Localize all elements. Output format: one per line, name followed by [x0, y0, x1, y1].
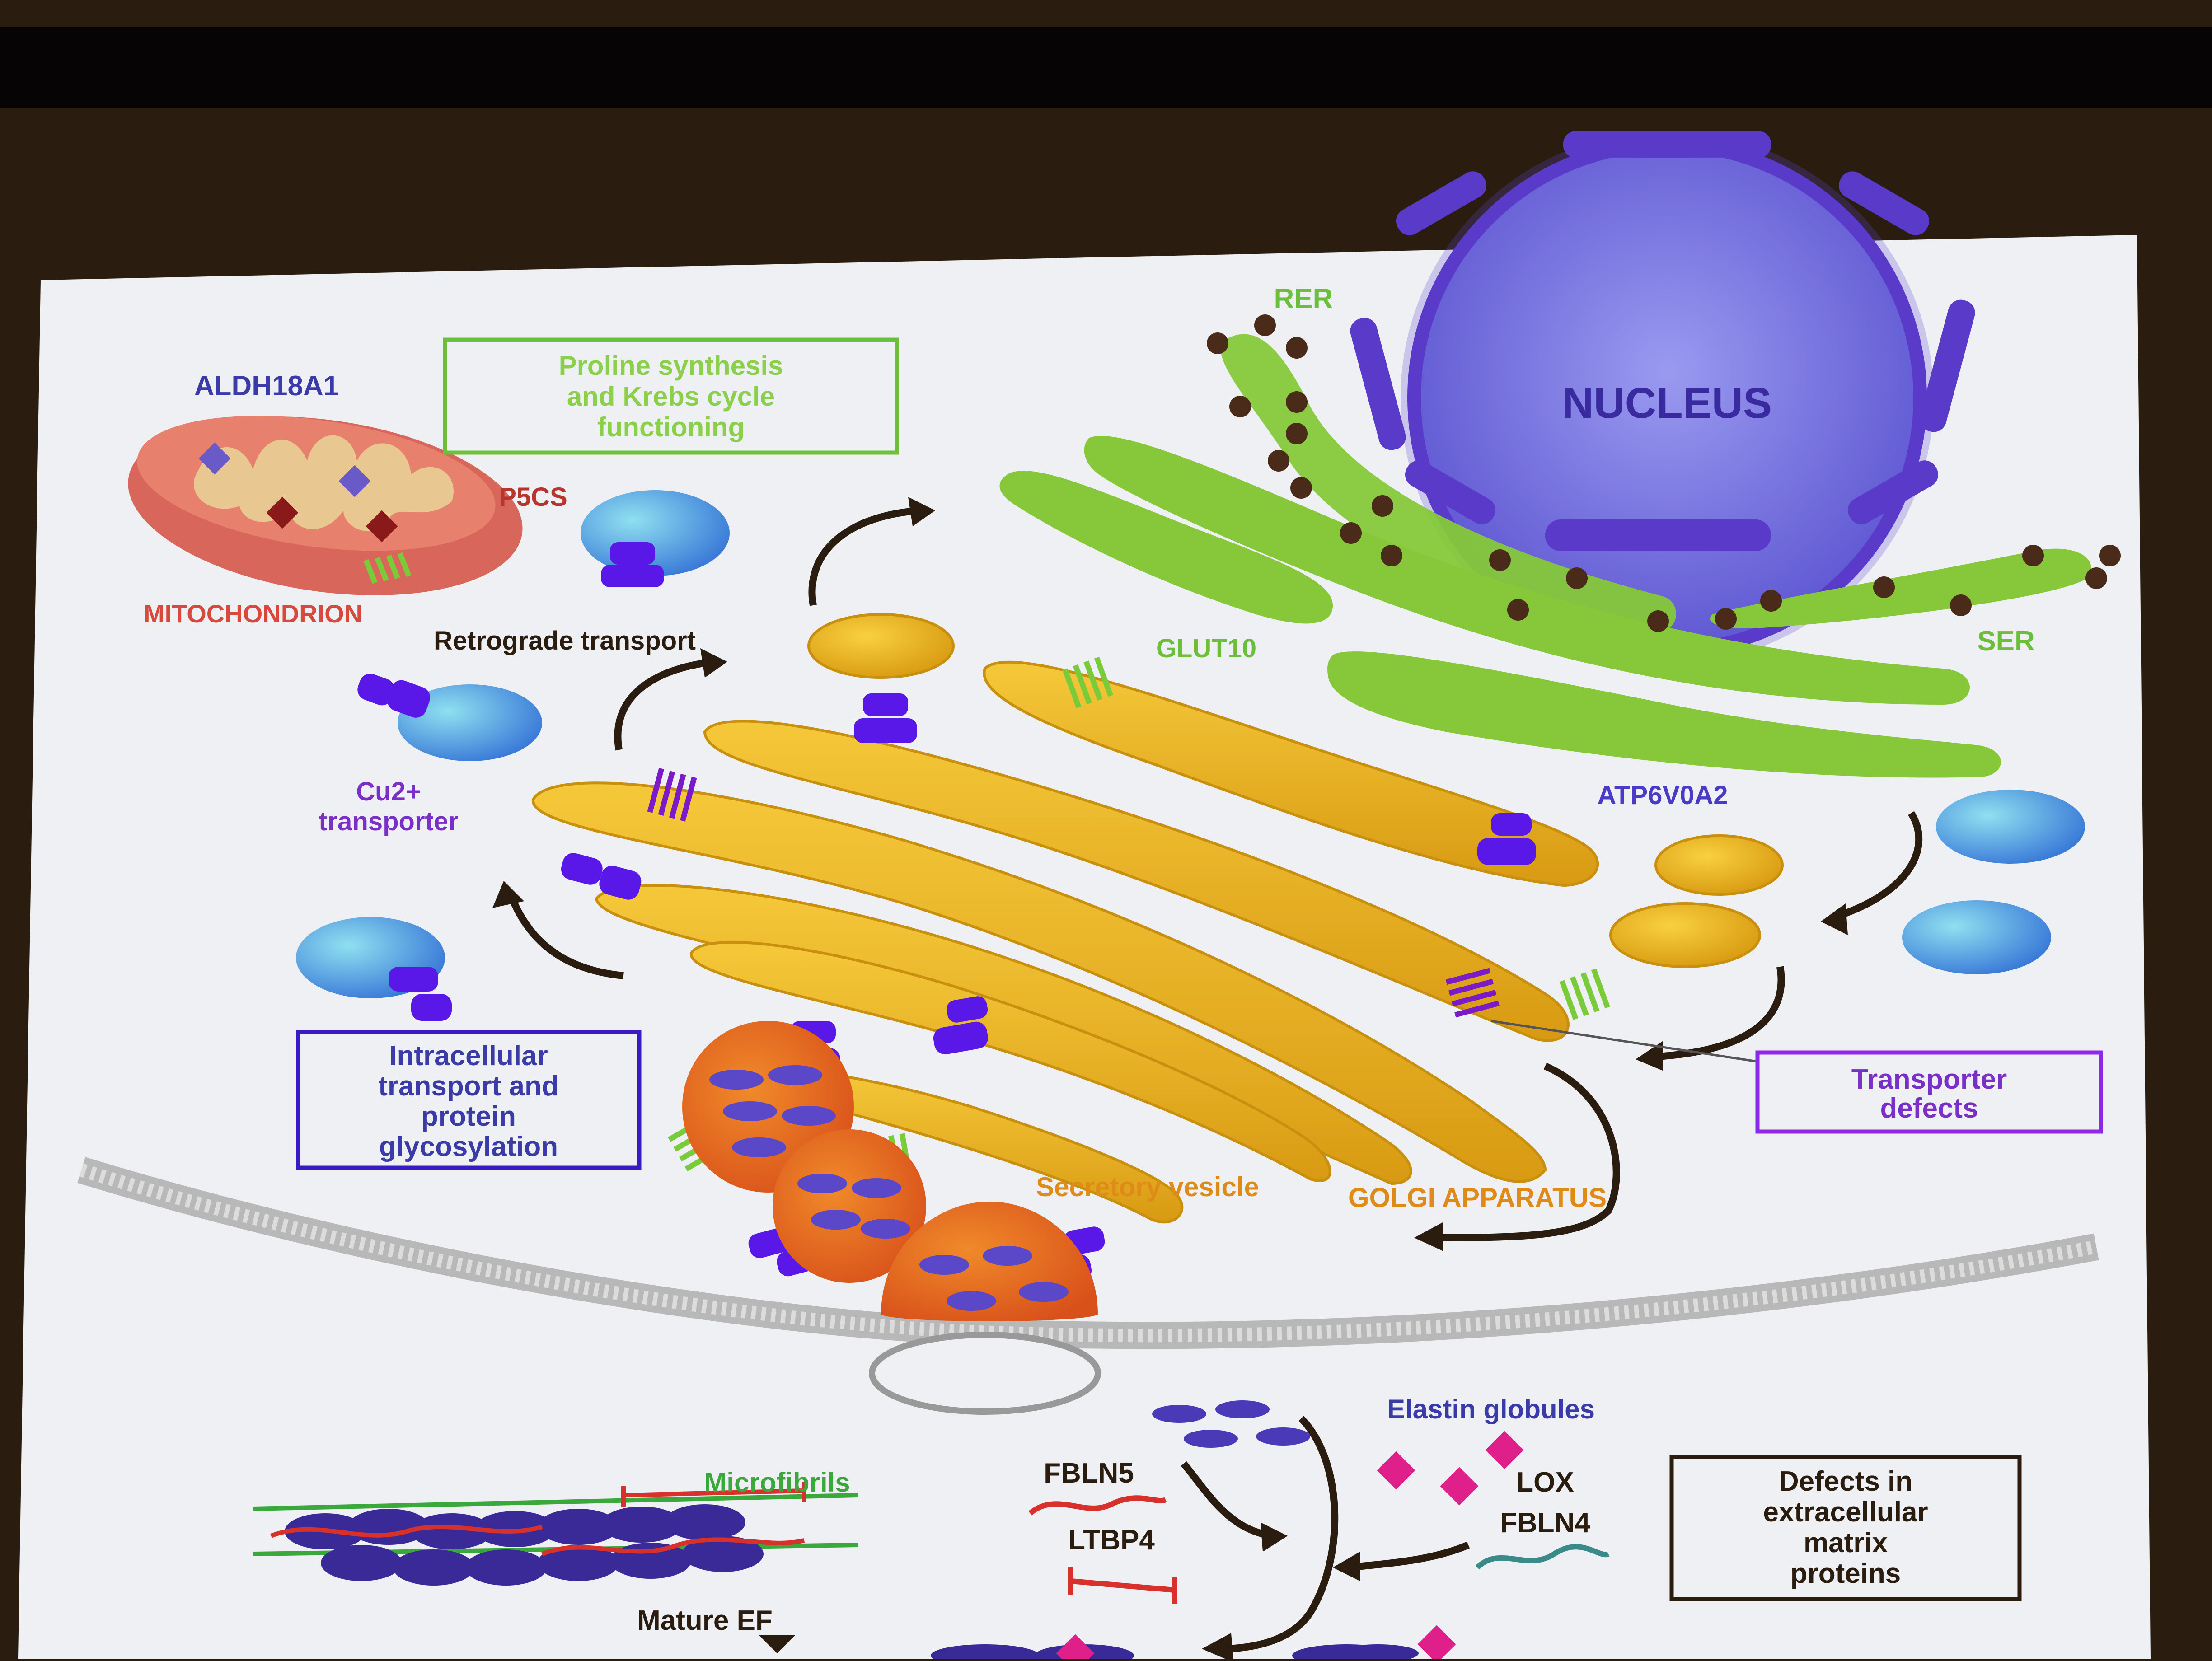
fbln4-label: FBLN4 — [1500, 1507, 1590, 1539]
rer-ribosomes — [1207, 314, 2121, 632]
mature-ef-label: Mature EF — [637, 1605, 773, 1636]
transporter-line-2: defects — [1880, 1093, 1978, 1124]
elastin-label: Elastin globules — [1387, 1394, 1595, 1424]
fbln4-strand — [1475, 1544, 1610, 1570]
proline-line-1: Proline synthesis — [559, 351, 783, 381]
ecm-line-2: extracellular — [1763, 1497, 1928, 1528]
nucleus: NUCLEUS — [1350, 131, 1975, 664]
ser-label: SER — [1977, 626, 2034, 657]
lox-diamonds — [1377, 1431, 1524, 1661]
elastin-globules — [1152, 1400, 1310, 1448]
cu2-label-line-1: Cu2+ — [356, 777, 421, 806]
intracellular-line-3: protein — [421, 1101, 516, 1132]
cu-transporter-channels — [647, 767, 1500, 1018]
intracellular-transport-box: Intracellular transport and protein glyc… — [296, 1030, 642, 1170]
proline-line-3: functioning — [597, 412, 745, 442]
transport-arrows — [507, 507, 1923, 1652]
mitochondrion-label: MITOCHONDRION — [144, 599, 362, 628]
ecm-line-1: Defects in — [1779, 1466, 1912, 1497]
microfibrils-label: Microfibrils — [704, 1467, 850, 1497]
transporter-defects-box: Transporter defects — [1490, 1020, 2103, 1134]
ecm-defects-box: Defects in extracellular matrix proteins — [1669, 1455, 2022, 1601]
ecm-line-3: matrix — [1804, 1527, 1888, 1558]
fbln5-strand — [1028, 1495, 1167, 1516]
intracellular-line-4: glycosylation — [379, 1131, 558, 1162]
proline-line-2: and Krebs cycle — [567, 381, 775, 412]
endoplasmic-reticulum — [999, 334, 2091, 778]
bottom-fibrils — [931, 1634, 1419, 1661]
ltbp4-bracket — [1068, 1567, 1177, 1604]
aldh18a1-label: ALDH18A1 — [194, 370, 339, 402]
golgi-label: GOLGI APPARATUS — [1348, 1183, 1607, 1213]
retrograde-label: Retrograde transport — [434, 626, 696, 655]
glut10-label: GLUT10 — [1156, 634, 1256, 663]
secretory-vesicles — [682, 1021, 1098, 1321]
arrow-heads — [492, 497, 1848, 1661]
nucleus-label: NUCLEUS — [1562, 379, 1772, 427]
p5cs-label: P5CS — [499, 482, 567, 512]
golgi-vesicles — [807, 613, 1784, 968]
atp6v0a2-label: ATP6V0A2 — [1597, 781, 1728, 810]
transporter-line-1: Transporter — [1851, 1064, 2007, 1095]
proline-synthesis-box: Proline synthesis and Krebs cycle functi… — [443, 337, 899, 455]
cu2-label-line-2: transporter — [319, 807, 458, 836]
intracellular-line-1: Intracellular — [389, 1040, 548, 1071]
mitochondrion — [128, 416, 523, 595]
lox-label: LOX — [1516, 1467, 1574, 1498]
ecm-line-4: proteins — [1790, 1558, 1901, 1589]
cell-membrane — [77, 1157, 2099, 1415]
secretory-vesicle-label: Secretory vesicle — [1036, 1172, 1259, 1202]
microfibrils — [253, 1482, 859, 1586]
fbln5-label: FBLN5 — [1044, 1458, 1134, 1489]
intracellular-line-2: transport and — [378, 1071, 559, 1102]
rer-label: RER — [1274, 283, 1333, 314]
ltbp4-label: LTBP4 — [1068, 1525, 1155, 1556]
